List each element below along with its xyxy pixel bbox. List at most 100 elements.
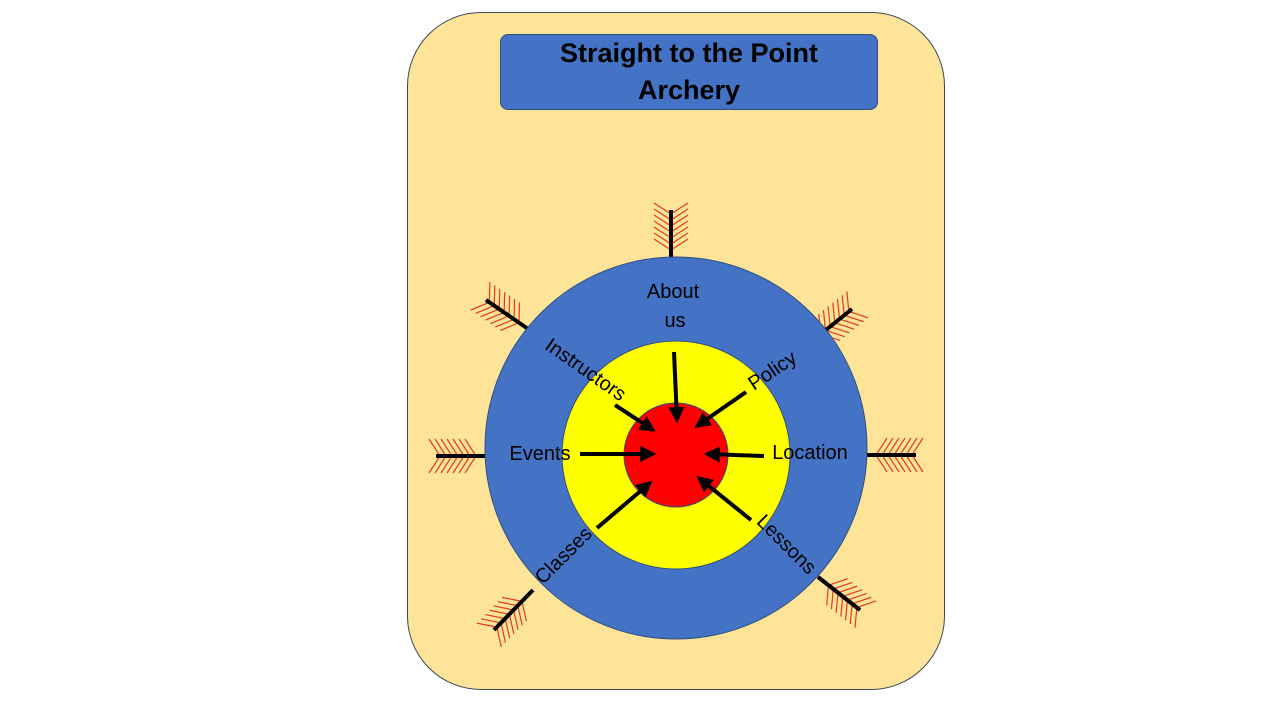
feather-barb xyxy=(848,310,869,319)
feather-barb xyxy=(446,455,459,474)
feather-barb xyxy=(875,454,888,473)
feather-barb xyxy=(489,609,510,615)
feather-barb xyxy=(470,301,490,311)
feather-barb xyxy=(834,322,855,330)
feather-barb xyxy=(905,437,918,456)
feather-barb xyxy=(485,311,505,321)
feather-barb xyxy=(847,592,867,601)
feather-barb xyxy=(513,299,516,320)
feather-barb xyxy=(653,238,672,251)
feather-barb xyxy=(508,295,511,316)
feather-barb xyxy=(881,454,894,473)
feather-barb xyxy=(844,600,849,621)
feather-barb xyxy=(887,454,900,473)
feather-barb xyxy=(428,438,441,457)
feather-barb xyxy=(521,601,528,622)
feather-barb xyxy=(480,308,500,318)
arrow-instructors xyxy=(613,403,656,432)
feather-barb xyxy=(849,603,853,625)
fletch-instructors xyxy=(470,282,536,335)
feather-barb xyxy=(512,609,519,630)
title-banner: Straight to the Point Archery xyxy=(500,34,878,110)
feather-barb xyxy=(670,226,689,239)
arrow-shaft xyxy=(484,298,536,335)
feather-barb xyxy=(839,318,859,326)
feather-barb xyxy=(846,291,850,312)
feather-barb xyxy=(826,585,830,606)
feather-barb xyxy=(653,226,672,239)
feather-barb xyxy=(503,292,506,313)
feather-barb xyxy=(500,622,507,643)
feather-barb xyxy=(832,302,836,323)
feather-barb xyxy=(653,202,672,215)
arrow-lessons xyxy=(696,475,753,522)
feather-barb xyxy=(905,454,918,473)
label-about-line2: us xyxy=(664,310,685,332)
feather-barb xyxy=(458,455,471,474)
feather-barb xyxy=(899,437,912,456)
feather-barb xyxy=(481,618,502,624)
fletch-lessons xyxy=(816,575,877,628)
feather-barb xyxy=(504,618,511,639)
feather-barb xyxy=(440,455,453,474)
feather-barb xyxy=(899,454,912,473)
feather-barb xyxy=(501,596,523,602)
feather-barb xyxy=(475,305,495,314)
feather-barb xyxy=(822,310,827,331)
feather-barb xyxy=(464,455,477,474)
feather-barb xyxy=(841,295,845,316)
feather-barb xyxy=(670,220,689,233)
fletch-location xyxy=(858,437,924,473)
arrow-policy xyxy=(694,390,748,428)
label-about-line1: About xyxy=(647,281,700,303)
feather-barb xyxy=(490,315,510,325)
arrow-location xyxy=(703,446,765,463)
feather-barb xyxy=(498,288,501,310)
feather-barb xyxy=(653,208,672,221)
feather-barb xyxy=(452,455,465,474)
feather-barb xyxy=(851,596,872,605)
feather-barb xyxy=(518,302,521,323)
arrow-shaft xyxy=(492,588,535,632)
feather-barb xyxy=(493,605,514,611)
feather-barb xyxy=(428,455,441,474)
feather-barb xyxy=(854,607,858,628)
center-arrows xyxy=(580,351,765,530)
feather-barb xyxy=(517,605,523,626)
feather-barb xyxy=(887,437,900,456)
feather-barb xyxy=(464,438,477,457)
feather-barb xyxy=(495,318,515,328)
arrow-shaft xyxy=(816,575,862,612)
feather-barb xyxy=(881,437,894,456)
arrow-about xyxy=(668,351,685,424)
feather-barb xyxy=(452,438,465,457)
feather-barb xyxy=(434,438,447,457)
feather-barb xyxy=(875,437,888,456)
feather-barb xyxy=(653,220,672,233)
feather-barb xyxy=(911,437,924,456)
feather-barb xyxy=(830,588,834,610)
feather-barb xyxy=(827,306,831,327)
feather-barb xyxy=(833,581,853,590)
feather-barb xyxy=(653,214,672,227)
feather-barb xyxy=(893,437,906,456)
page-title: Straight to the Point Archery xyxy=(560,38,818,105)
feather-barb xyxy=(670,208,689,221)
feather-barb xyxy=(828,578,848,586)
feather-barb xyxy=(500,322,520,331)
label-location: Location xyxy=(772,442,848,464)
feather-barb xyxy=(434,455,447,474)
feather-barb xyxy=(670,202,689,215)
fletch-classes xyxy=(476,588,535,648)
feather-barb xyxy=(844,314,864,323)
feather-barb xyxy=(493,285,496,306)
feather-barb xyxy=(893,454,906,473)
arrow-classes xyxy=(595,480,653,530)
feather-barb xyxy=(837,585,858,594)
feather-barb xyxy=(508,614,515,635)
label-events: Events xyxy=(509,443,570,465)
feather-barb xyxy=(840,596,844,617)
feather-barb xyxy=(911,454,924,473)
feather-barb xyxy=(496,627,502,648)
